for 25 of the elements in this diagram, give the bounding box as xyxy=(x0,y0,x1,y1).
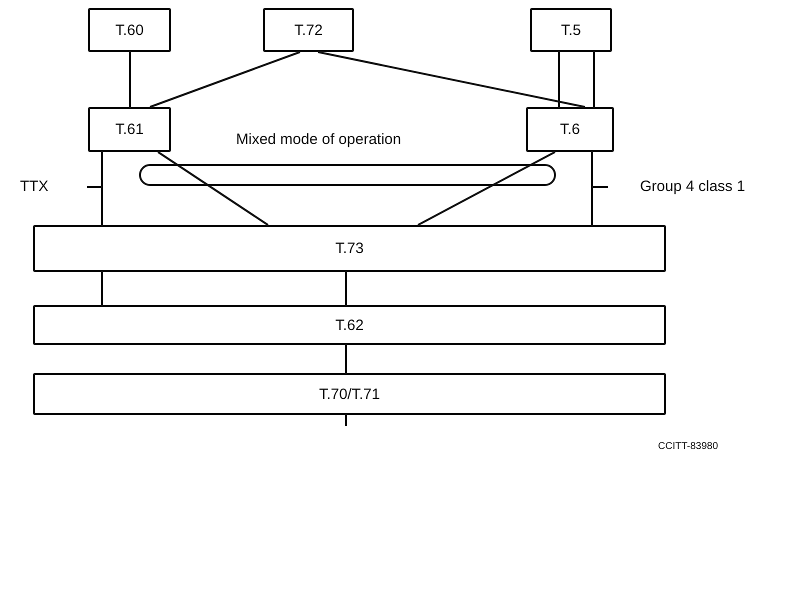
process-box: T.61 xyxy=(88,107,171,152)
process-box: T.62 xyxy=(33,305,666,345)
connector-line xyxy=(345,272,347,305)
side-label: TTX xyxy=(20,178,48,195)
process-box: T.70/T.71 xyxy=(33,373,666,415)
connector-line xyxy=(345,345,347,373)
side-label: Group 4 class 1 xyxy=(640,178,746,195)
connector-line xyxy=(593,52,595,107)
caption-text: Mixed mode of operation xyxy=(236,131,402,148)
figure-number: CCITT-83980 xyxy=(658,441,718,452)
connector-line xyxy=(101,272,103,305)
connector-line xyxy=(345,415,347,426)
connector-line xyxy=(318,51,586,108)
process-box: T.6 xyxy=(526,107,614,152)
process-box: T.72 xyxy=(263,8,354,52)
connector-line xyxy=(157,151,269,226)
connector-line xyxy=(150,51,300,108)
connector-line xyxy=(591,152,593,225)
connector-line xyxy=(129,52,131,107)
connector-line xyxy=(418,151,556,226)
process-box: T.73 xyxy=(33,225,666,272)
process-box: T.5 xyxy=(530,8,612,52)
connector-line xyxy=(101,152,103,225)
process-box: T.60 xyxy=(88,8,171,52)
connector-line xyxy=(558,52,560,107)
